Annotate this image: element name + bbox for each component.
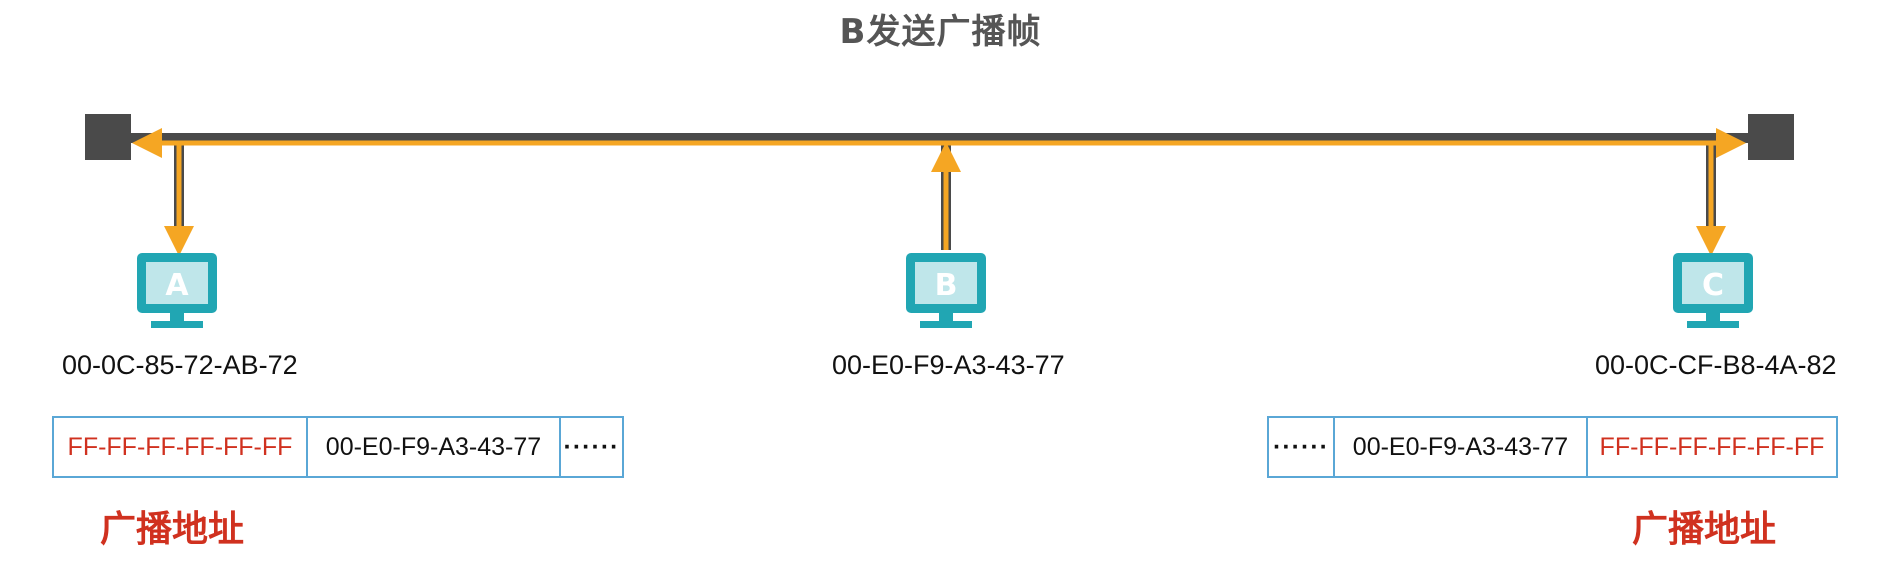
frame-left-dest: FF-FF-FF-FF-FF-FF [54, 418, 308, 476]
frame-right: ······ 00-E0-F9-A3-43-77 FF-FF-FF-FF-FF-… [1267, 416, 1838, 478]
host-c-mac: 00-0C-CF-B8-4A-82 [1595, 350, 1837, 380]
host-a-letter: A [165, 268, 189, 303]
frame-left: FF-FF-FF-FF-FF-FF 00-E0-F9-A3-43-77 ····… [52, 416, 624, 478]
frame-left-src: 00-E0-F9-A3-43-77 [308, 418, 561, 476]
host-a-mac: 00-0C-85-72-AB-72 [62, 350, 298, 380]
frame-right-more: ······ [1269, 418, 1335, 476]
frame-right-src: 00-E0-F9-A3-43-77 [1335, 418, 1588, 476]
host-b-letter: B [935, 268, 958, 303]
frame-left-more: ······ [563, 432, 620, 461]
broadcast-note-right: 广播地址 [1632, 509, 1777, 550]
frame-right-dest: FF-FF-FF-FF-FF-FF [1599, 432, 1825, 461]
diagram-title: B发送广播帧 [839, 12, 1042, 52]
terminator-left [85, 114, 131, 160]
host-b-mac: 00-E0-F9-A3-43-77 [832, 350, 1065, 380]
terminator-right [1748, 114, 1794, 160]
host-a-monitor-icon: A [137, 253, 217, 328]
host-b-monitor-icon: B [906, 253, 986, 328]
broadcast-note-left: 广播地址 [100, 509, 245, 550]
bus-cable [118, 133, 1753, 143]
host-c-letter: C [1702, 268, 1724, 303]
host-c-monitor-icon: C [1673, 253, 1753, 328]
